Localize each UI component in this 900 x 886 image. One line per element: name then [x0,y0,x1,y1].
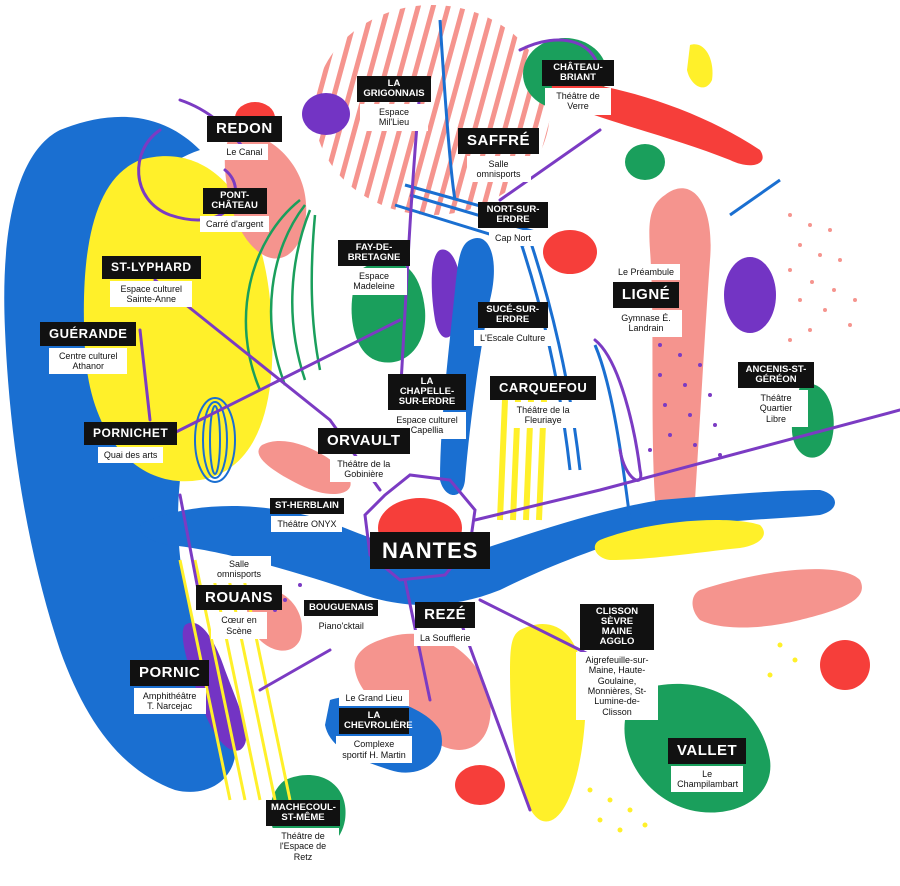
place-saffre[interactable]: SAFFRÉ Salle omnisports [458,128,539,183]
place-name: MACHECOUL-ST-MÊME [266,800,340,826]
place-venue: Salle omnisports [466,155,531,183]
place-name: SUCÉ-SUR-ERDRE [477,302,548,328]
green-blob-ne [625,144,665,180]
place-reze[interactable]: REZÉ La Soufflerie [414,602,477,647]
place-nantes[interactable]: NANTES [370,532,491,570]
purple-blob-grigonnais [302,93,350,135]
blue-ribbons [194,397,236,483]
place-name: CLISSON SÈVRE MAINE AGGLO [580,604,654,650]
place-ligne[interactable]: Le Préambule LIGNÉ Gymnase É. Landrain [610,264,682,337]
green-ribbons [244,199,322,391]
place-name: ST-LYPHARD [102,256,201,279]
place-venue: Espace culturel Sainte-Anne [110,280,193,308]
place-name: FAY-DE-BRETAGNE [338,240,410,266]
yellow-blob-ne [687,44,713,88]
place-vallet[interactable]: VALLET Le Champilambart [668,738,747,793]
pink-blob-se [692,569,862,628]
place-name: PORNIC [130,660,210,686]
place-fay[interactable]: FAY-DE-BRETAGNE Espace Madeleine [338,240,410,295]
place-bouguenais[interactable]: BOUGUENAIS Piano'cktail [304,600,379,635]
place-ancenis[interactable]: ANCENIS-ST-GÉRÉON Théâtre Quartier Libre [738,362,814,427]
place-venue: Le Champilambart [671,765,744,793]
place-venue: La Soufflerie [414,629,477,647]
place-name: CARQUEFOU [490,376,597,400]
place-venue-extra: Le Grand Lieu [339,690,409,707]
place-venue: Théâtre ONYX [271,515,343,533]
place-pontchateau[interactable]: PONT-CHÂTEAU Carré d'argent [200,188,270,233]
place-name: VALLET [668,738,747,764]
place-sucesurerdre[interactable]: SUCÉ-SUR-ERDRE L'Escale Culture [474,302,552,347]
pink-blob-south [354,633,491,750]
red-blob-nort [543,230,597,274]
yellow-dots [587,642,798,833]
place-guerande[interactable]: GUÉRANDE Centre culturel Athanor [40,322,137,375]
place-chapelle[interactable]: LA CHAPELLE-SUR-ERDRE Espace culturel Ca… [388,374,466,439]
place-stherblain[interactable]: ST-HERBLAIN Théâtre ONYX [270,498,344,533]
place-name: GUÉRANDE [40,322,137,346]
place-venue: Espace Madeleine [341,267,407,295]
pink-blob-orvault [258,440,351,495]
place-name: PONT-CHÂTEAU [202,188,267,214]
place-venue-extra: Le Préambule [611,264,681,281]
place-venue: L'Escale Culture [474,329,552,347]
place-carquefou[interactable]: CARQUEFOU Théâtre de la Fleuriaye [490,376,597,429]
place-name: REDON [207,116,282,142]
pink-dots [788,213,857,342]
place-venue: Amphithéâtre T. Narcejac [133,687,206,715]
place-venue: Espace Mil'Lieu [360,103,428,131]
place-name: BOUGUENAIS [304,600,379,616]
place-name: LA CHEVROLIÈRE [339,708,413,735]
place-venue: Quai des arts [97,446,164,463]
place-name: ROUANS [196,584,283,611]
place-venue: Aigrefeuille-sur-Maine, Haute-Goulaine, … [576,651,658,720]
place-name: NANTES [370,532,491,570]
red-blob-south [455,765,505,805]
place-stlyphard[interactable]: ST-LYPHARD Espace culturel Sainte-Anne [102,256,201,308]
place-pornichet[interactable]: PORNICHET Quai des arts [84,422,178,463]
place-name: LA CHAPELLE-SUR-ERDRE [388,374,466,410]
place-clisson[interactable]: CLISSON SÈVRE MAINE AGGLO Aigrefeuille-s… [576,604,658,720]
place-chevroliere[interactable]: Le Grand Lieu LA CHEVROLIÈRE Complexe sp… [336,690,413,763]
place-venue: Théâtre de Verre [545,87,611,115]
place-venue: Complexe sportif H. Martin [336,736,412,763]
place-name: NORT-SUR-ERDRE [478,202,548,228]
place-name: REZÉ [415,602,476,628]
place-venue: Cap Nort [488,229,537,247]
place-venue: Théâtre Quartier Libre [744,389,808,427]
place-venue: Théâtre de la Fleuriaye [509,401,578,429]
place-machecoul[interactable]: MACHECOUL-ST-MÊME Théâtre de l'Espace de… [266,800,340,865]
yellow-streak-east [594,520,764,560]
place-grigonnais[interactable]: LA GRIGONNAIS Espace Mil'Lieu [357,76,431,131]
place-name: ANCENIS-ST-GÉRÉON [738,362,814,388]
purple-blob-east [724,257,776,333]
yellow-hatch-carquefou [497,399,547,521]
place-pornic[interactable]: PORNIC Amphithéâtre T. Narcejac [130,660,210,715]
place-venue: Théâtre de l'Espace de Retz [267,827,339,865]
place-venue: Piano'cktail [312,617,370,635]
place-name: LIGNÉ [612,282,680,309]
place-name: ST-HERBLAIN [270,498,344,514]
yellow-blob [83,156,273,482]
pink-blob-east [649,188,711,516]
place-orvault[interactable]: ORVAULT Théâtre de la Gobinière [318,428,410,483]
place-nortsurerdre[interactable]: NORT-SUR-ERDRE Cap Nort [478,202,548,247]
place-venue: Gymnase É. Landrain [610,310,682,337]
place-name: ORVAULT [318,428,410,454]
yellow-blob-south [510,624,586,822]
place-venue-extra: Salle omnisports [207,556,271,583]
place-venue: Le Canal [220,143,269,161]
place-venue: Centre culturel Athanor [49,347,128,375]
red-blob-se [820,640,870,690]
place-redon[interactable]: REDON Le Canal [207,116,282,161]
place-chateaubriant[interactable]: CHÂTEAU-BRIANT Théâtre de Verre [542,60,614,115]
place-venue: Théâtre de la Gobinière [329,455,398,483]
place-rouans[interactable]: Salle omnisports ROUANS Cœur en Scène [196,556,283,640]
place-name: PORNICHET [84,422,178,445]
place-venue: Carré d'argent [200,215,270,233]
place-name: LA GRIGONNAIS [357,76,431,102]
place-venue: Cœur en Scène [211,612,267,640]
place-name: CHÂTEAU-BRIANT [542,60,614,86]
place-name: SAFFRÉ [458,128,539,154]
